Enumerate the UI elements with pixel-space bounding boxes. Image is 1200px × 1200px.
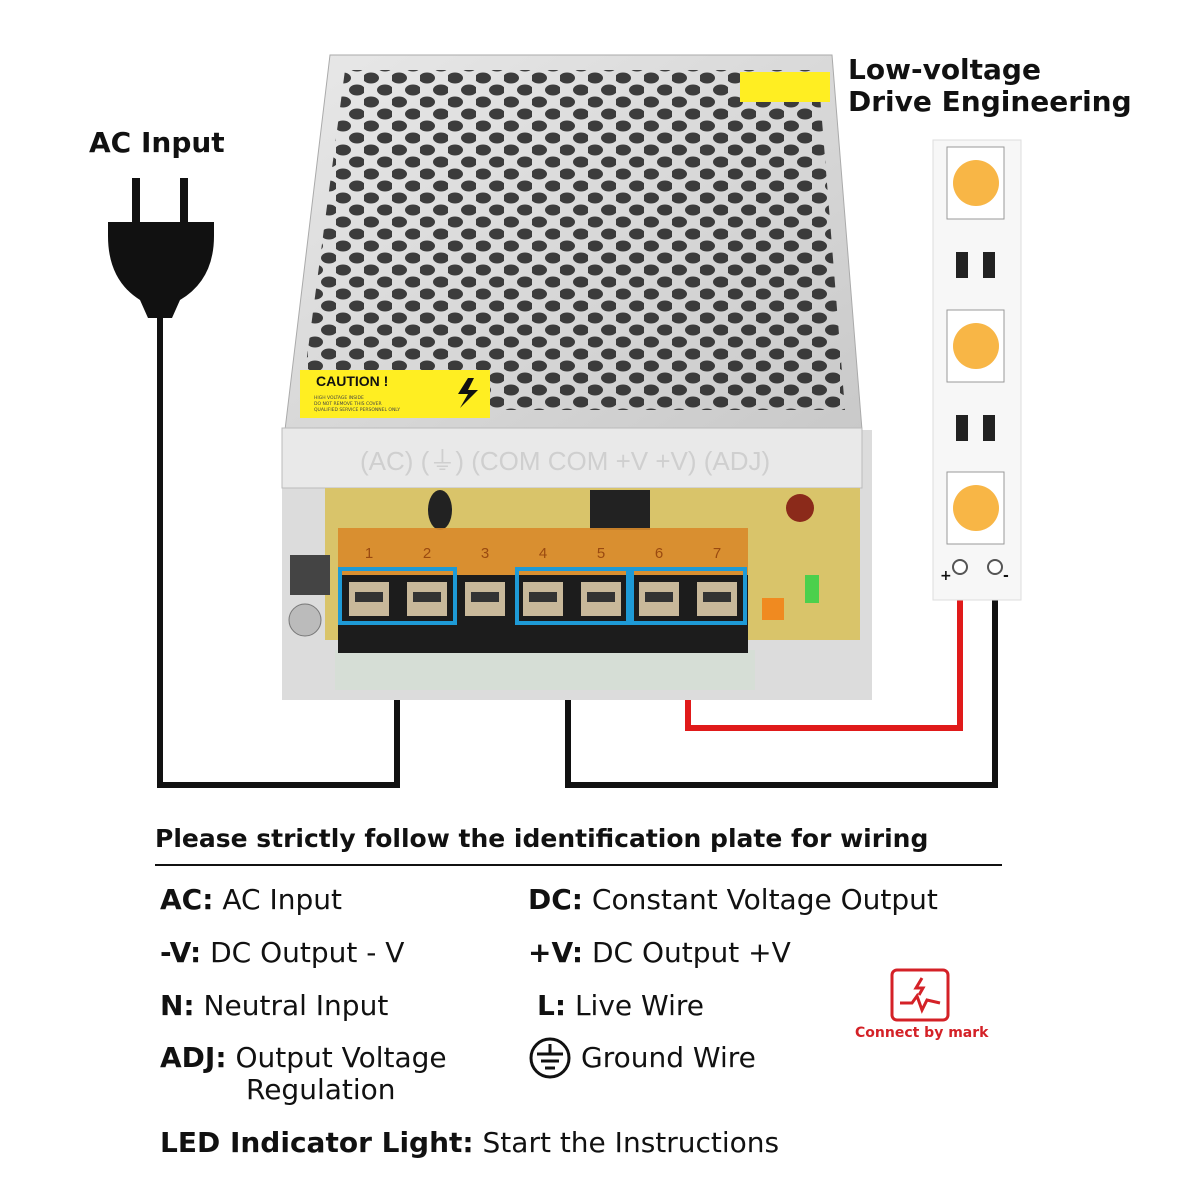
legend-neutral: N: Neutral Input (160, 989, 389, 1022)
terminal-number: 2 (423, 545, 431, 562)
terminal-group-ac (338, 567, 457, 625)
ground-icon (529, 1037, 571, 1079)
terminal-1: 1 (349, 545, 389, 616)
legend-dc: DC: Constant Voltage Output (528, 883, 938, 916)
terminal-number: 6 (655, 545, 663, 562)
power-supply-image: CAUTION ! HIGH VOLTAGE INSIDE DO NOT REM… (281, 54, 872, 700)
legend-adj: ADJ: Output Voltage (160, 1041, 447, 1074)
ac-wire (157, 310, 400, 788)
legend-led-indicator: LED Indicator Light: Start the Instructi… (160, 1126, 780, 1159)
ac-input-label: AC Input (89, 126, 225, 159)
svg-text:HIGH VOLTAGE INSIDE: HIGH VOLTAGE INSIDE (314, 395, 364, 401)
terminal-group-v (630, 567, 747, 625)
svg-text:CAUTION !: CAUTION ! (316, 373, 388, 389)
legend-ac: AC: AC Input (160, 883, 342, 916)
connect-by-mark-label: Connect by mark (855, 1025, 989, 1041)
terminal-7: 7 (697, 545, 737, 616)
strip-plus-label: + (940, 568, 952, 584)
svg-text:QUALIFIED SERVICE PERSONNEL ON: QUALIFIED SERVICE PERSONNEL ONLY (314, 407, 400, 413)
led-chip (946, 471, 1005, 545)
terminal-3: 3 (465, 545, 505, 616)
legend-minus-v: -V: DC Output - V (160, 936, 405, 969)
terminal-4: 4 (523, 545, 563, 616)
legend-live: L: Live Wire (537, 989, 705, 1022)
led-chip (946, 146, 1005, 220)
led-strip-image (932, 139, 1022, 601)
terminal-number: 5 (597, 545, 605, 562)
terminal-2: 2 (407, 545, 447, 616)
svg-text:DO NOT REMOVE THIS COVER: DO NOT REMOVE THIS COVER (314, 401, 382, 407)
legend-ground: Ground Wire (581, 1041, 756, 1074)
legend-adj-line2: Regulation (246, 1073, 396, 1106)
terminal-5: 5 (581, 545, 621, 616)
terminal-number: 7 (713, 545, 721, 562)
svg-text:(AC) (⏚) (COM COM +V +V) (ADJ): (AC) (⏚) (COM COM +V +V) (ADJ) (360, 446, 770, 476)
terminal-number: 4 (539, 545, 547, 562)
heading-underline (155, 864, 1002, 866)
legend-plus-v: +V: DC Output +V (528, 936, 791, 969)
low-voltage-label-line2: Drive Engineering (848, 85, 1132, 118)
terminal-group-com (515, 567, 630, 625)
terminal-6: 6 (639, 545, 679, 616)
terminal-number: 3 (481, 545, 489, 562)
lightning-pulse-icon (890, 968, 950, 1022)
low-voltage-label-line1: Low-voltage (848, 53, 1041, 86)
led-chip (946, 309, 1005, 383)
plug-icon (108, 178, 214, 318)
resistor (956, 415, 995, 441)
resistor (956, 252, 995, 278)
instructions-heading: Please strictly follow the identificatio… (155, 824, 929, 853)
negative-wire (565, 568, 998, 788)
terminal-number: 1 (365, 545, 373, 562)
strip-minus-label: - (1003, 568, 1009, 584)
